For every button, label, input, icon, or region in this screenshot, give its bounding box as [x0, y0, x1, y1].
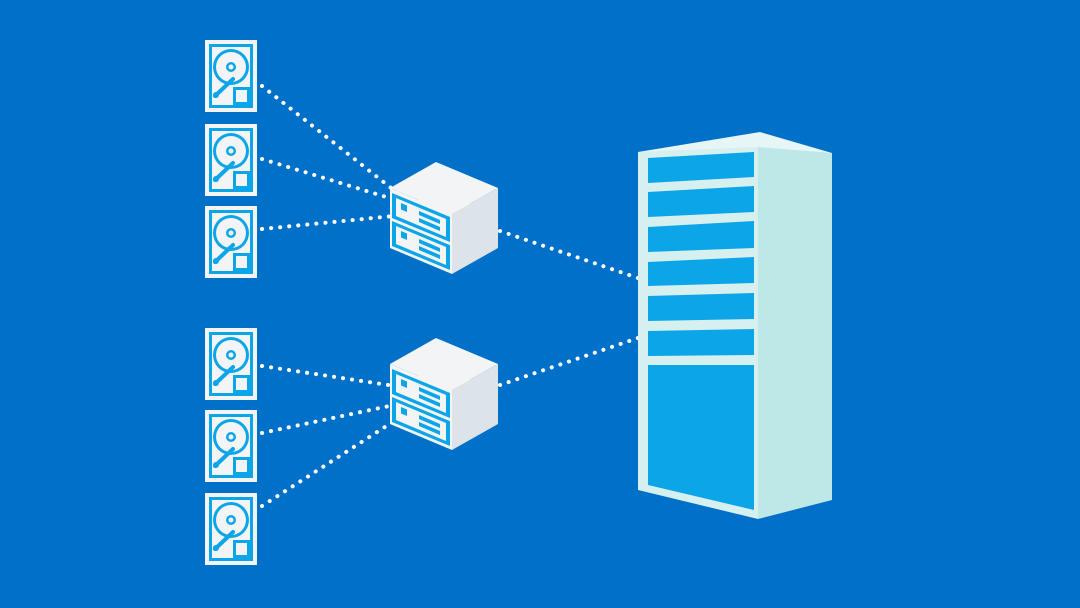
connector-controller-2-tower	[498, 336, 640, 387]
hard-drive-icon	[203, 408, 259, 484]
hard-drive-icon	[203, 491, 259, 567]
hard-drive-icon	[203, 122, 259, 198]
server-rack-icon	[638, 132, 832, 519]
hard-drive-icon	[203, 326, 259, 402]
connector-disk-6-controller-2	[260, 414, 404, 508]
connector-controller-1-tower	[498, 229, 640, 280]
connector-lines	[260, 84, 640, 508]
hard-drive-icon	[203, 204, 259, 280]
hard-drive-icon	[203, 38, 259, 114]
connector-disk-1-controller-1	[260, 84, 402, 197]
connector-disk-3-controller-1	[260, 214, 396, 231]
connector-disk-2-controller-1	[260, 157, 398, 202]
